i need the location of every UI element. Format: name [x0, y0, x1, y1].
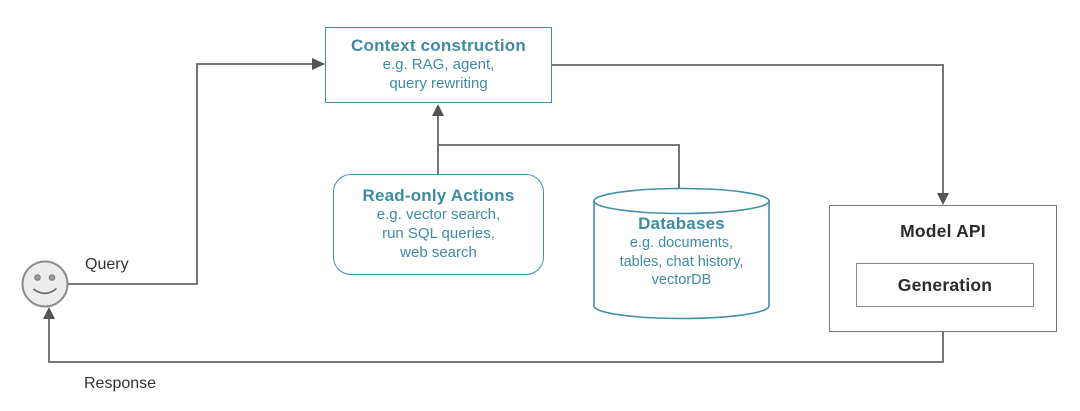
arrowhead-into-user [43, 307, 55, 319]
node-model-api: Model API Generation [829, 205, 1057, 332]
node-databases: Databases e.g. documents, tables, chat h… [594, 214, 769, 289]
edge-context-to-model [552, 64, 944, 196]
databases-subtitle-line: tables, chat history, [619, 253, 744, 270]
arrowhead-into-model-top [937, 193, 949, 205]
generation-label: Generation [897, 274, 993, 295]
databases-subtitle-line: vectorDB [651, 271, 712, 288]
node-read-only-actions: Read-only Actions e.g. vector search, ru… [333, 174, 544, 275]
edge-databases-branch [438, 144, 680, 190]
read-only-actions-subtitle-line: run SQL queries, [382, 225, 495, 243]
smiley-face-icon [21, 260, 69, 308]
arrowhead-into-context-left [312, 58, 325, 70]
query-edge-label: Query [85, 256, 129, 273]
context-construction-subtitle-line: e.g. RAG, agent, [382, 56, 495, 74]
context-construction-subtitle-line: query rewriting [389, 75, 488, 93]
context-construction-title: Context construction [351, 35, 526, 55]
read-only-actions-subtitle-line: e.g. vector search, [376, 206, 501, 224]
edge-user-to-context [67, 63, 315, 285]
node-generation: Generation [856, 263, 1034, 307]
read-only-actions-subtitle-line: web search [400, 244, 477, 262]
edge-model-to-user [48, 317, 944, 363]
arrowhead-into-context-bottom [432, 104, 444, 116]
databases-subtitle-line: e.g. documents, [629, 235, 734, 252]
databases-title: Databases [638, 214, 725, 233]
databases-cylinder [593, 187, 770, 320]
model-api-title: Model API [900, 221, 986, 241]
response-edge-label: Response [84, 375, 157, 392]
node-context-construction: Context construction e.g. RAG, agent, qu… [325, 27, 552, 103]
read-only-actions-title: Read-only Actions [362, 185, 515, 205]
